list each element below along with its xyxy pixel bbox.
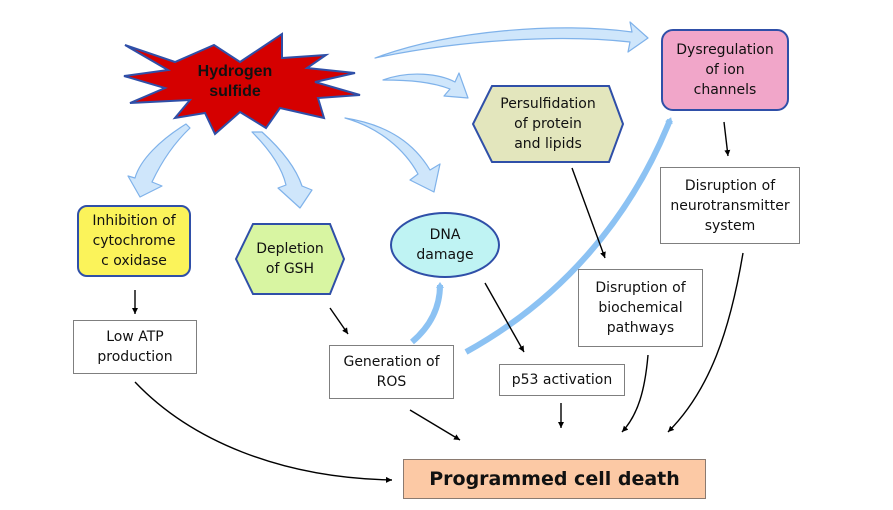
ion-channels-node: Dysregulation of ion channels — [661, 29, 789, 111]
persulfidation-node: Persulfidation of protein and lipids — [473, 86, 623, 162]
arrow-h2s-to-ion — [374, 21, 649, 59]
cytochrome-label: Inhibition of cytochrome c oxidase — [92, 213, 176, 269]
arrow-atp-to-death — [134, 381, 393, 483]
p53-label: p53 activation — [511, 372, 613, 388]
low-atp-label: Low ATP production — [97, 329, 173, 365]
dna-damage-label: DNA damage — [416, 227, 474, 263]
block-arrows — [127, 21, 649, 209]
arrow-dna-to-p53 — [484, 282, 525, 353]
low-atp-node: Low ATP production — [73, 320, 197, 374]
arrow-ion-to-neuro — [723, 121, 731, 157]
gsh-hexagon — [234, 223, 346, 295]
programmed-cell-death-node: Programmed cell death — [403, 459, 706, 499]
biochemical-pathways-label: Disruption of biochemical pathways — [595, 280, 686, 336]
arrow-gsh-to-ros — [329, 307, 349, 335]
p53-node: p53 activation — [499, 364, 625, 396]
dna-damage-node: DNA damage — [390, 212, 500, 278]
cytochrome-node: Inhibition of cytochrome c oxidase — [77, 205, 191, 277]
ion-channels-label: Dysregulation of ion channels — [676, 42, 774, 98]
programmed-cell-death-label: Programmed cell death — [429, 468, 680, 490]
gsh-node: Depletion of GSH — [236, 224, 344, 294]
ros-label: Generation of ROS — [343, 354, 440, 390]
arrow-h2s-to-gsh — [251, 131, 313, 209]
arrow-h2s-to-persulfidation — [382, 72, 469, 99]
arrow-ros-to-dna — [410, 282, 444, 345]
neurotransmitter-label: Disruption of neurotransmitter system — [670, 177, 790, 234]
arrow-h2s-to-cytochrome — [127, 123, 191, 198]
persulfidation-label: Persulfidation of protein and lipids — [500, 96, 596, 152]
arrow-ros-to-death — [409, 409, 461, 441]
thin-arrows — [132, 121, 744, 483]
arrow-persulfidation-to-biochem — [571, 167, 606, 259]
hydrogen-sulfide-starburst — [123, 32, 361, 136]
gsh-label: Depletion of GSH — [256, 241, 324, 277]
neurotransmitter-node: Disruption of neurotransmitter system — [660, 167, 800, 244]
ros-node: Generation of ROS — [329, 345, 454, 399]
hydrogen-sulfide-label: Hydrogen sulfide — [197, 63, 273, 100]
arrow-biochem-to-death — [621, 354, 649, 433]
biochemical-pathways-node: Disruption of biochemical pathways — [578, 269, 703, 347]
arrow-ros-to-ion — [464, 117, 673, 355]
arrow-h2s-to-dna — [344, 117, 441, 193]
arrow-neuro-to-death — [667, 252, 744, 433]
persulfidation-hexagon — [471, 85, 625, 163]
